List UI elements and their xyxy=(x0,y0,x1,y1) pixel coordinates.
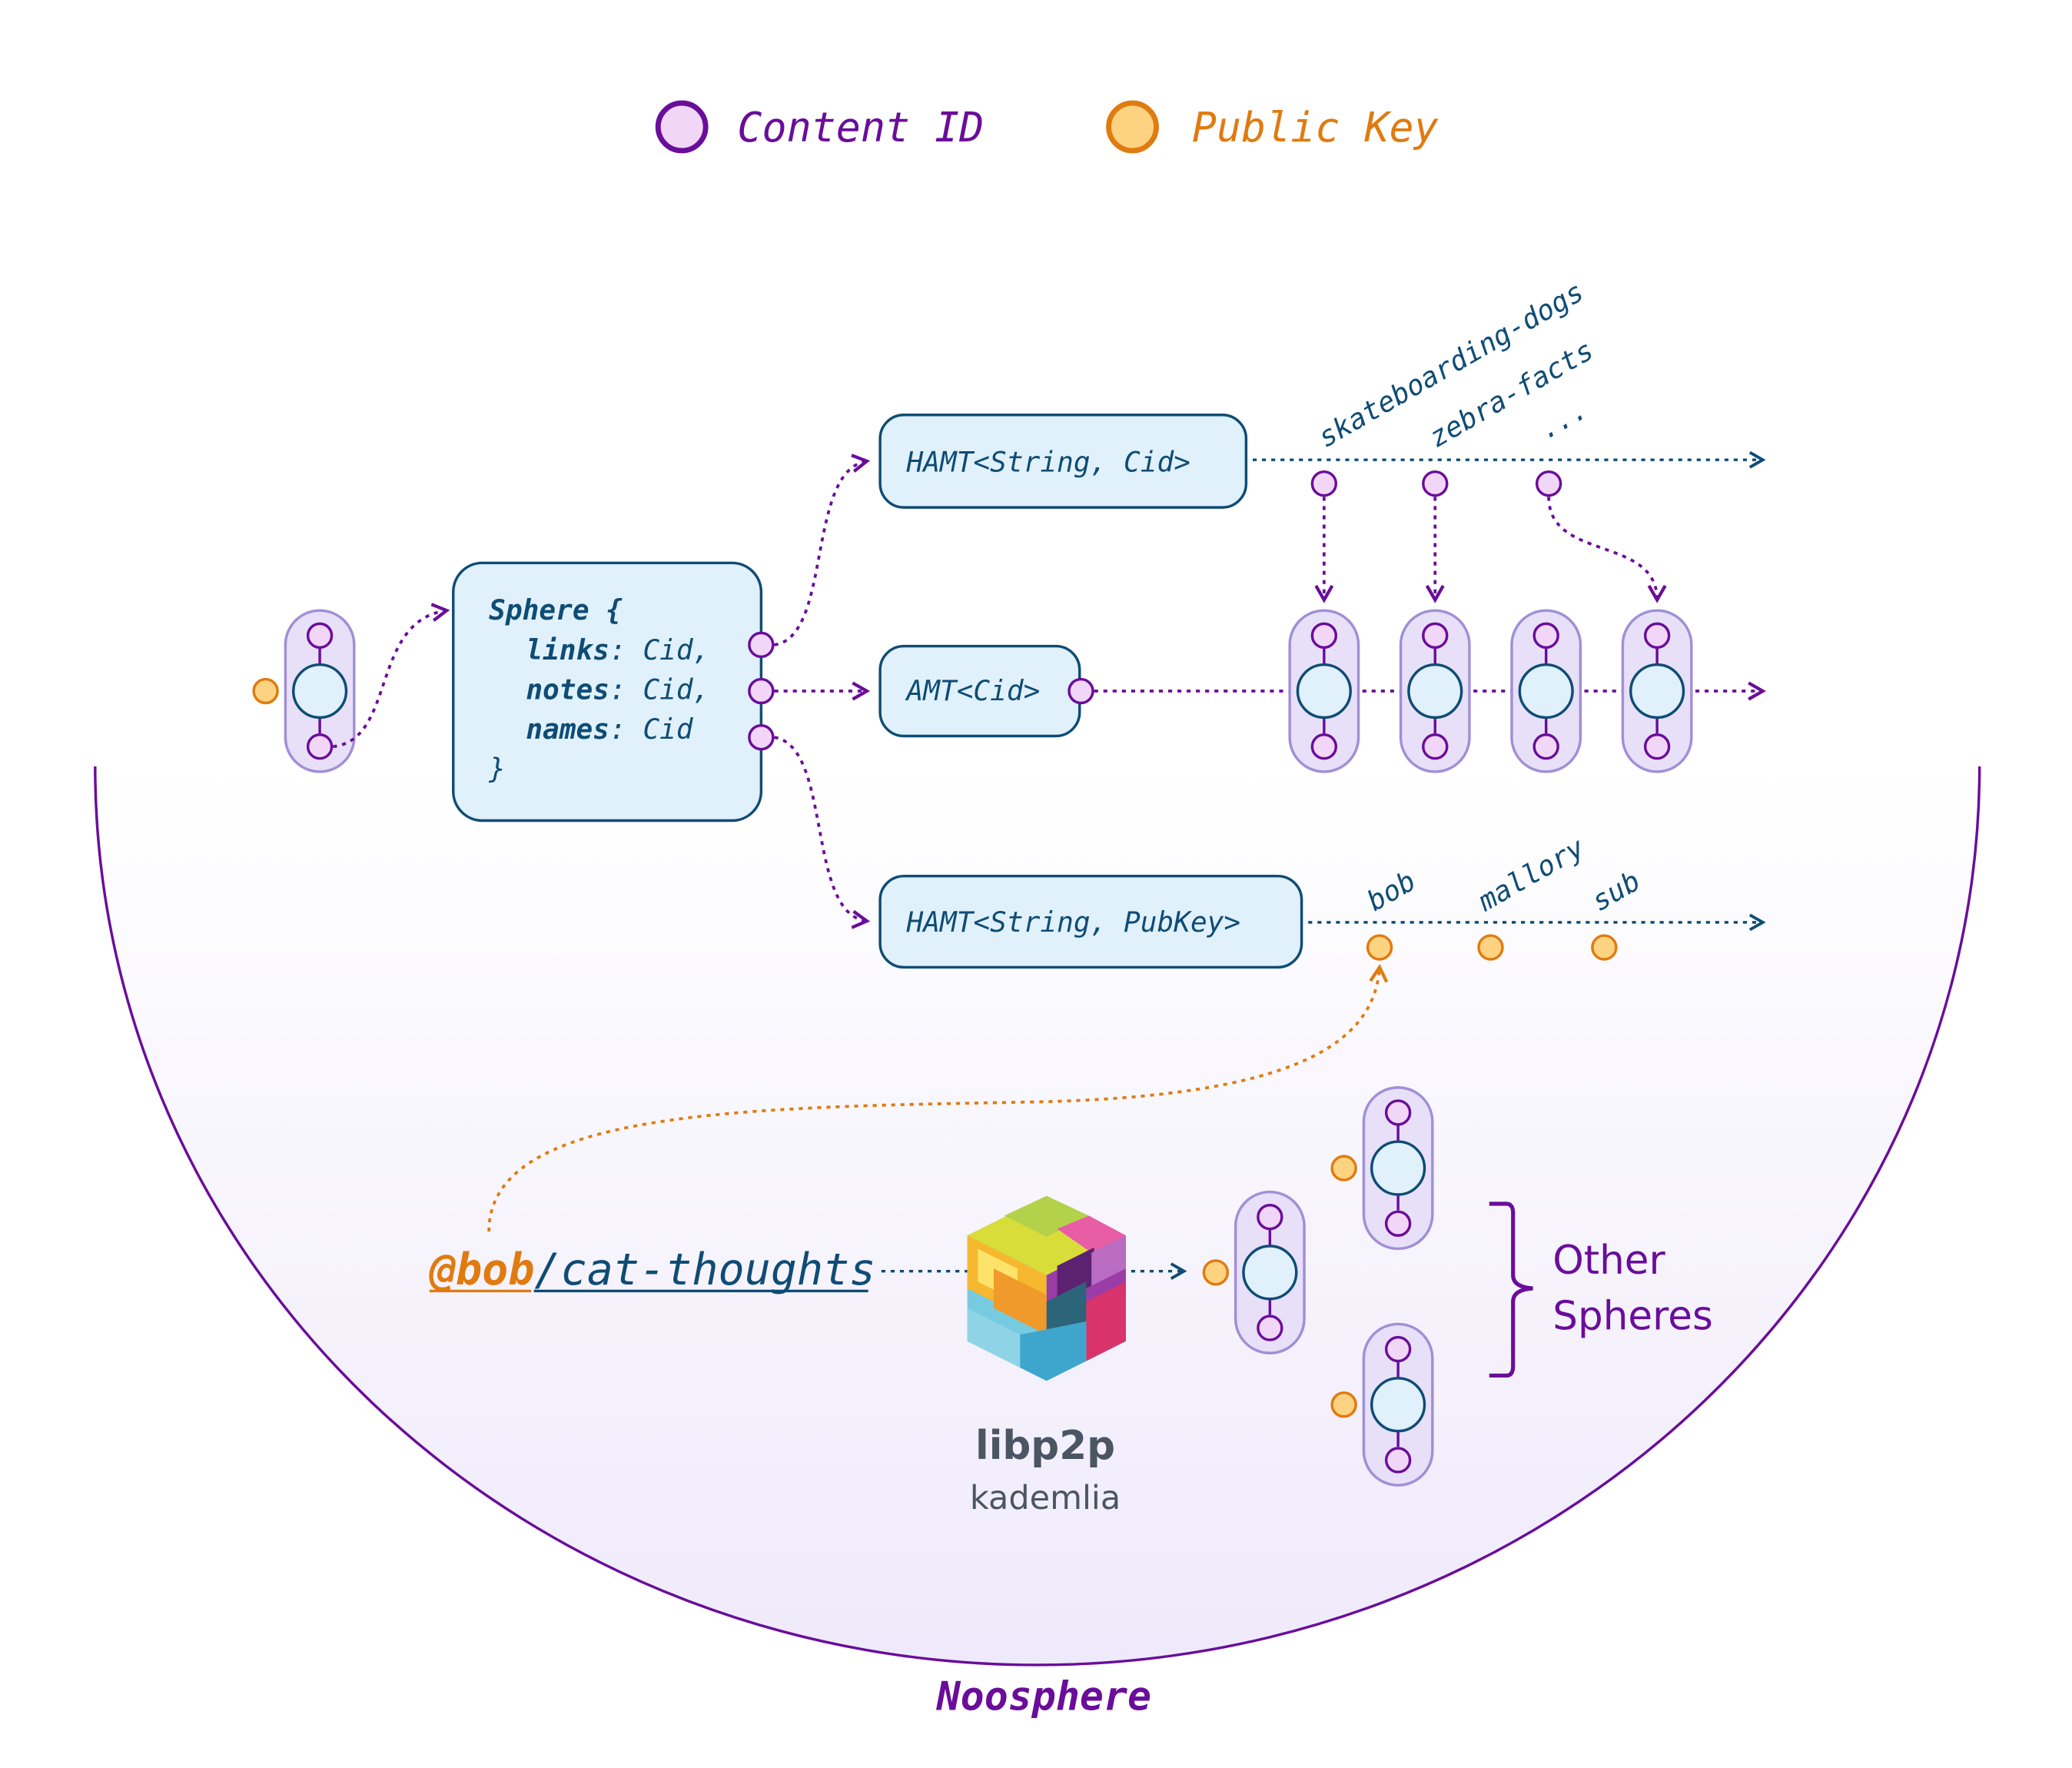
links-port xyxy=(748,631,775,659)
content-id-legend-icon xyxy=(655,100,709,154)
network-subtitle: kademlia xyxy=(970,1479,1121,1517)
other-spheres-label-line2: Spheres xyxy=(1552,1293,1713,1339)
svg-text:names: Cid: names: Cid xyxy=(526,713,694,746)
field-notes-type: : Cid, xyxy=(609,673,709,706)
other-sphere-public-key xyxy=(1202,1259,1230,1286)
legend: Content ID Public Key xyxy=(655,100,1439,154)
other-sphere-public-key xyxy=(1330,1155,1357,1181)
name-pubkey-dot xyxy=(1477,934,1504,961)
network-title: libp2p xyxy=(975,1423,1115,1469)
noosphere-outline xyxy=(94,766,1981,1667)
notes-port xyxy=(748,677,775,705)
link-down-arrow xyxy=(1547,497,1667,603)
root-sphere-capsule xyxy=(284,609,356,773)
root-public-key xyxy=(252,677,279,705)
field-names-type: : Cid xyxy=(609,713,694,746)
other-sphere-capsule xyxy=(1234,1190,1306,1354)
note-sphere-capsule xyxy=(1510,609,1582,773)
other-spheres-label-line1: Other xyxy=(1552,1238,1665,1284)
name-pubkey-dot xyxy=(1591,934,1618,961)
links-arrow xyxy=(774,454,871,646)
link-cid-dot xyxy=(1535,470,1562,497)
content-id-legend-label: Content ID xyxy=(737,104,984,151)
names-port xyxy=(748,724,775,751)
other-sphere-capsule xyxy=(1362,1322,1434,1487)
libp2p-logo xyxy=(967,1195,1126,1381)
field-notes: notes xyxy=(526,673,609,706)
address-petname[interactable]: @bob xyxy=(429,1245,535,1295)
svg-text:@bob/cat-thoughts: @bob/cat-thoughts xyxy=(429,1245,876,1295)
public-key-legend-icon xyxy=(1106,100,1159,154)
address-slug[interactable]: /cat-thoughts xyxy=(534,1245,875,1295)
link-key-label: ... xyxy=(1533,392,1593,446)
svg-text:Sphere {: Sphere { xyxy=(489,593,623,626)
amt-port xyxy=(1068,677,1094,705)
petname-resolution-arrow xyxy=(487,964,1389,1232)
sphere-struct-closing: } xyxy=(488,752,506,785)
other-sphere-public-key xyxy=(1330,1391,1357,1418)
noosphere-title: Noosphere xyxy=(936,1673,1151,1720)
note-sphere-capsule xyxy=(1288,609,1360,773)
note-sphere-capsule xyxy=(1621,609,1693,773)
field-names: names xyxy=(526,713,609,746)
hamt-names-node xyxy=(878,874,1303,969)
names-arrow xyxy=(774,736,871,929)
hamt-names-label: HAMT<String, PubKey> xyxy=(906,906,1241,939)
link-cid-dot xyxy=(1310,470,1338,497)
svg-text:notes: Cid,: notes: Cid, xyxy=(526,673,709,706)
svg-text:links: Cid,: links: Cid, xyxy=(526,633,709,666)
amt-notes-label: AMT<Cid> xyxy=(905,674,1041,707)
name-pubkey-dot xyxy=(1366,934,1393,961)
public-key-legend-label: Public Key xyxy=(1192,104,1439,151)
hamt-links-node xyxy=(878,414,1248,509)
note-sphere-capsule xyxy=(1399,609,1471,773)
field-links-type: : Cid, xyxy=(609,633,709,666)
field-links: links xyxy=(526,633,609,666)
sphere-struct-title: Sphere { xyxy=(489,593,623,626)
other-sphere-capsule xyxy=(1362,1086,1434,1251)
hamt-links-label: HAMT<String, Cid> xyxy=(906,446,1190,479)
link-cid-dot xyxy=(1422,470,1449,497)
other-spheres-brace xyxy=(1489,1201,1533,1378)
